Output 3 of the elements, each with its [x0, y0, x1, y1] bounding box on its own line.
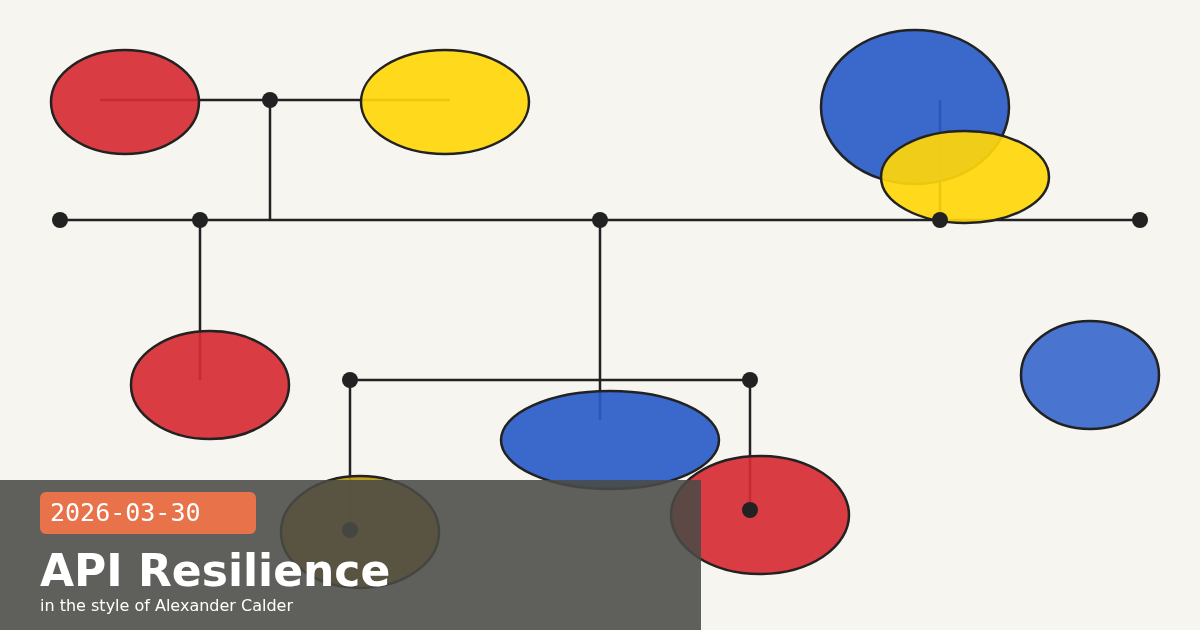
title: API Resilience — [40, 544, 391, 598]
subtitle: in the style of Alexander Calder — [40, 596, 293, 616]
date-badge: 2026-03-30 — [40, 492, 256, 534]
